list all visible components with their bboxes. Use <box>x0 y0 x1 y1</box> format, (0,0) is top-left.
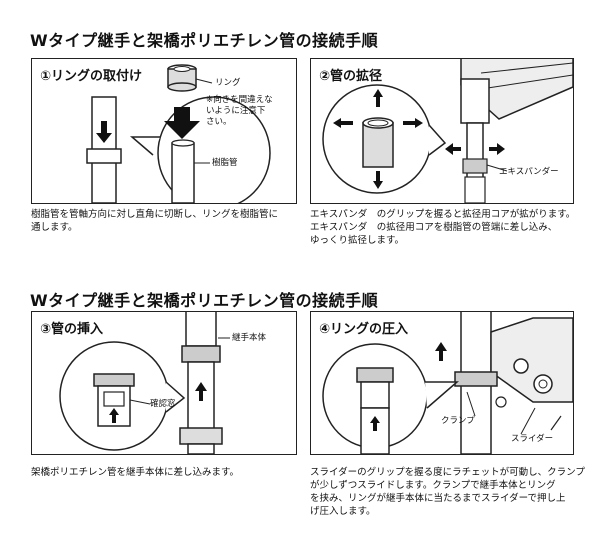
big-down-arrow-icon <box>164 107 200 139</box>
step-1-label: ①リングの取付け <box>40 69 143 84</box>
section-title-2: Wタイプ継手と架橋ポリエチレン管の接続手順 <box>30 291 379 310</box>
step-2-caption: エキスパンダ のグリップを握ると拡径用コアが拡がります。 エキスパンダ の拡径用… <box>310 209 576 246</box>
ring-on-pipe <box>86 148 122 164</box>
left-arrow-icon <box>445 143 461 155</box>
left-arrow-icon <box>333 118 353 128</box>
step-3-illustration <box>59 312 230 454</box>
step-4-label: ④リングの圧入 <box>319 322 409 337</box>
expander-tag: エキスパンダー <box>499 167 559 177</box>
right-arrow-icon <box>403 118 423 128</box>
clamp <box>454 371 498 387</box>
pipe-end <box>362 122 394 168</box>
resin-pipe-tag: 樹脂管 <box>212 158 238 168</box>
confirmation-window-tag: 確認窓 <box>150 399 176 409</box>
ring-press <box>360 381 390 409</box>
down-arrow-icon <box>373 171 383 189</box>
right-arrow-icon <box>489 143 505 155</box>
ring-tag: リング <box>215 78 241 88</box>
clamp-tag: クランプ <box>441 416 475 426</box>
fitting-body <box>185 312 217 347</box>
up-arrow-icon <box>370 416 380 431</box>
step-1-illustration <box>86 64 271 203</box>
section-title-1: Wタイプ継手と架橋ポリエチレン管の接続手順 <box>30 31 379 50</box>
up-arrow-icon <box>195 382 207 401</box>
step-1-caption: 樹脂管を管軸方向に対し直角に切断し、リングを樹脂管に 通します。 <box>31 209 279 233</box>
step-3-label: ③管の挿入 <box>40 322 104 337</box>
resin-pipe <box>171 142 195 203</box>
step-4-caption: スライダーのグリップを握る度にラチェットが可動し、クランプ が少しずつスライドし… <box>310 467 585 517</box>
step-3-panel: ③管の挿入 継手本体 確認窓 <box>31 311 297 455</box>
slider-tag: スライダー <box>511 434 554 444</box>
step-2-illustration <box>322 59 573 203</box>
step-3-caption: 架橋ポリエチレン管を継手本体に差し込みます。 <box>31 467 240 478</box>
up-arrow-icon <box>373 89 383 107</box>
step-4-panel: ④リングの圧入 クランプ スライダー <box>310 311 574 455</box>
step-1-panel: ①リングの取付け リング ※向きを間違えな いように注意下 さい。 樹脂管 <box>31 58 297 204</box>
up-arrow-icon <box>109 408 119 423</box>
up-arrow-icon <box>435 342 447 361</box>
step-2-label: ②管の拡径 <box>319 69 383 84</box>
fitting-body-tag: 継手本体 <box>232 333 267 343</box>
step-4-illustration <box>322 312 573 454</box>
down-arrow-icon <box>96 121 112 143</box>
step-2-panel: ②管の拡径 エキスパンダー <box>310 58 574 204</box>
slider-body <box>490 317 573 403</box>
orientation-note: ※向きを間違えな いように注意下 さい。 <box>206 95 273 127</box>
